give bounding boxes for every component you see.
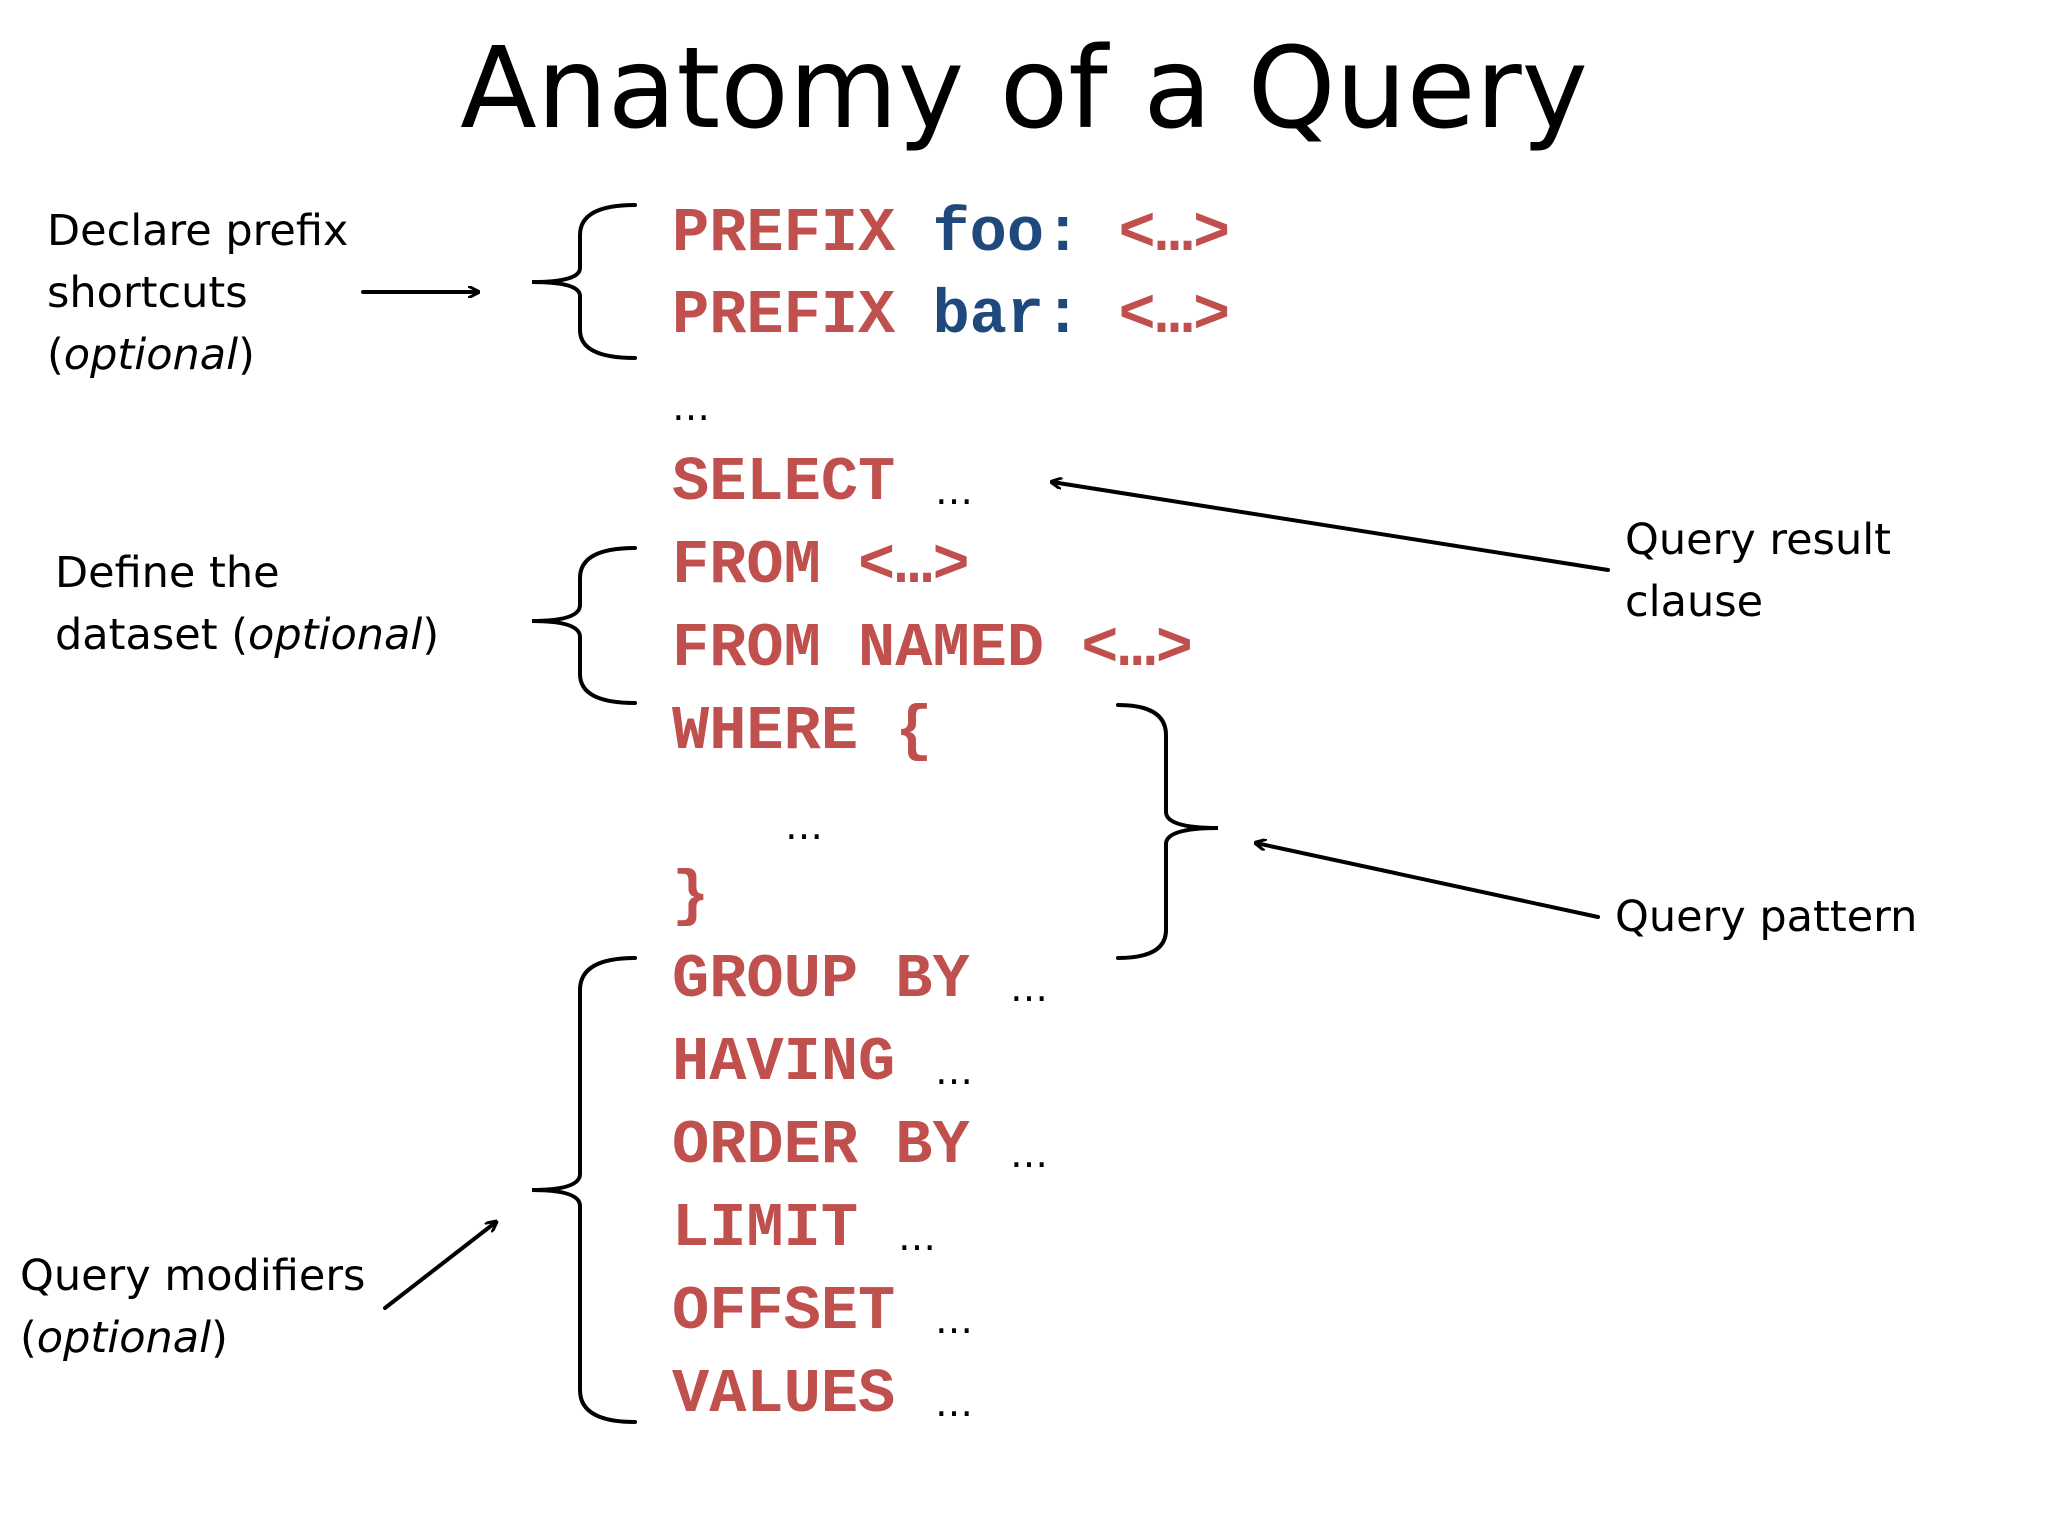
select-ellipsis: … — [935, 469, 973, 513]
code-from: FROM <…> — [672, 535, 970, 597]
iri-placeholder: <…> — [1118, 280, 1231, 351]
values-ellipsis: … — [935, 1381, 973, 1425]
annotation-pattern-line1: Query pattern — [1615, 892, 1918, 942]
code-group-by: GROUP BY — [672, 949, 970, 1011]
where-body-ellipsis: … — [785, 804, 823, 848]
iri-placeholder: <…> — [1118, 198, 1231, 269]
annotation-query-pattern: Query pattern — [1615, 886, 1917, 948]
annotation-prefix-line2: shortcuts — [47, 268, 248, 318]
arrow-result — [1052, 482, 1610, 572]
keyword-values: VALUES — [672, 1359, 896, 1430]
prefix-name-foo: foo — [932, 198, 1045, 269]
ellipsis-after-prefixes: … — [672, 385, 710, 429]
annotation-dataset-word: dataset — [55, 610, 218, 660]
arrow-pattern — [1256, 843, 1600, 919]
code-prefix-bar: PREFIX bar: <…> — [672, 285, 1230, 347]
code-having: HAVING — [672, 1032, 895, 1094]
annotation-dataset-line1: Define the — [55, 548, 280, 598]
optional-label: optional — [36, 1313, 212, 1363]
offset-ellipsis: … — [935, 1298, 973, 1342]
keyword-offset: OFFSET — [672, 1276, 896, 1347]
code-values: VALUES — [672, 1364, 895, 1426]
keyword-from: FROM — [672, 530, 821, 601]
keyword-where: WHERE — [672, 696, 859, 767]
keyword-prefix: PREFIX — [672, 280, 896, 351]
prefix-colon: : — [1044, 280, 1082, 351]
optional-label: optional — [63, 330, 239, 380]
annotation-prefix: Declare prefix shortcuts (optional) — [47, 200, 348, 386]
limit-ellipsis: … — [898, 1215, 936, 1259]
brace-modifiers — [531, 956, 637, 1424]
arrow-modifiers — [383, 1222, 496, 1310]
slide-title: Anatomy of a Query — [460, 24, 1588, 154]
iri-placeholder: <…> — [1081, 613, 1193, 684]
keyword-group-by: GROUP BY — [672, 944, 970, 1015]
keyword-order-by: ORDER BY — [672, 1110, 970, 1181]
order-by-ellipsis: … — [1010, 1132, 1048, 1176]
code-order-by: ORDER BY — [672, 1115, 970, 1177]
code-limit: LIMIT — [672, 1198, 858, 1260]
optional-label: optional — [248, 610, 423, 660]
code-where: WHERE { — [672, 701, 932, 763]
keyword-from-named: FROM NAMED — [672, 613, 1045, 684]
annotation-prefix-line1: Declare prefix — [47, 206, 349, 256]
annotation-result-line2: clause — [1625, 577, 1764, 627]
keyword-limit: LIMIT — [672, 1193, 859, 1264]
code-where-close: } — [672, 866, 709, 928]
brace-open: { — [895, 696, 933, 767]
prefix-colon: : — [1044, 198, 1082, 269]
keyword-select: SELECT — [672, 447, 896, 518]
annotation-modifiers-optional: (optional) — [20, 1313, 228, 1363]
brace-pattern — [1116, 703, 1219, 960]
brace-dataset — [531, 546, 637, 705]
code-prefix-foo: PREFIX foo: <…> — [672, 203, 1230, 265]
group-by-ellipsis: … — [1010, 966, 1048, 1010]
having-ellipsis: … — [935, 1049, 973, 1093]
annotation-prefix-optional: (optional) — [47, 330, 255, 380]
keyword-having: HAVING — [672, 1027, 896, 1098]
annotation-result-clause: Query result clause — [1625, 509, 1891, 633]
brace-close: } — [672, 861, 710, 932]
annotation-result-line1: Query result — [1625, 515, 1891, 565]
keyword-prefix: PREFIX — [672, 198, 896, 269]
code-offset: OFFSET — [672, 1281, 895, 1343]
annotation-modifiers-line1: Query modifiers — [20, 1251, 366, 1301]
prefix-name-bar: bar — [932, 280, 1045, 351]
brace-prefix — [531, 203, 637, 360]
code-select: SELECT — [672, 452, 895, 514]
code-from-named: FROM NAMED <…> — [672, 618, 1193, 680]
annotation-dataset: Define the dataset (optional) — [55, 542, 439, 666]
iri-placeholder: <…> — [858, 530, 970, 601]
annotation-dataset-line2: dataset (optional) — [55, 610, 440, 660]
annotation-modifiers: Query modifiers (optional) — [20, 1245, 365, 1369]
